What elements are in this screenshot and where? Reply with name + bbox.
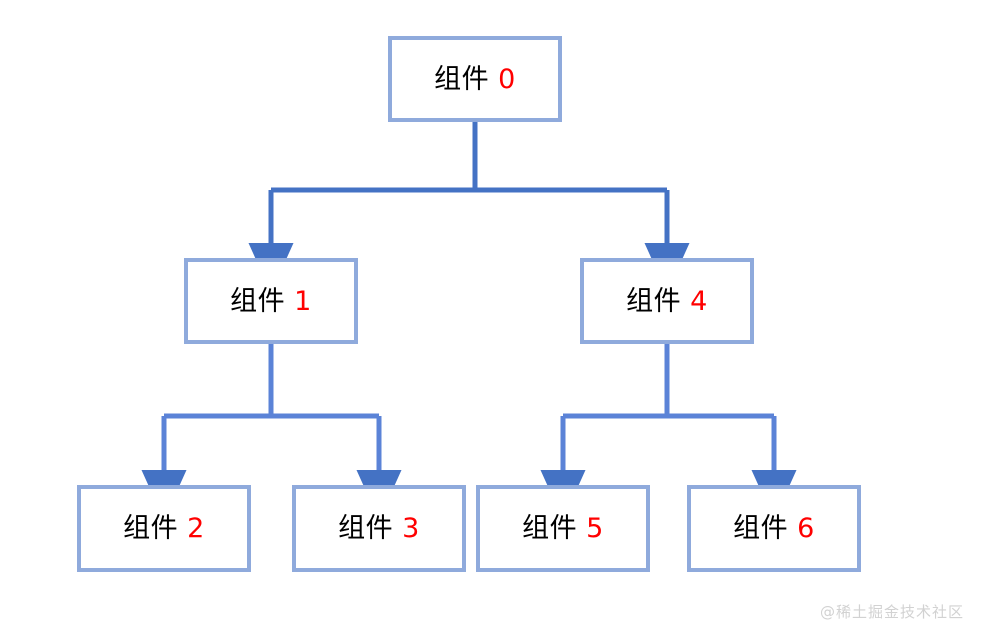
node-label: 组件 6 — [733, 515, 815, 542]
node-label: 组件 5 — [522, 515, 604, 542]
node-prefix: 组件 — [733, 513, 789, 544]
node-component-2[interactable]: 组件 2 — [77, 485, 251, 572]
node-prefix: 组件 — [626, 285, 682, 317]
node-index: 0 — [498, 63, 516, 95]
node-component-6[interactable]: 组件 6 — [687, 485, 861, 572]
node-prefix: 组件 — [123, 513, 179, 544]
node-index: 3 — [402, 513, 420, 544]
node-index: 1 — [294, 285, 312, 317]
edge-group-root — [248, 122, 690, 293]
node-prefix: 组件 — [522, 513, 578, 544]
node-component-5[interactable]: 组件 5 — [476, 485, 650, 572]
node-index: 4 — [690, 285, 708, 317]
node-prefix: 组件 — [434, 63, 490, 95]
node-prefix: 组件 — [338, 513, 394, 544]
node-label: 组件 3 — [338, 515, 420, 542]
node-index: 5 — [586, 513, 604, 544]
edge-group-left — [141, 344, 402, 520]
node-component-3[interactable]: 组件 3 — [292, 485, 466, 572]
node-prefix: 组件 — [230, 285, 286, 317]
node-label: 组件 2 — [123, 515, 205, 542]
edge-group-right — [540, 344, 797, 520]
node-index: 6 — [797, 513, 815, 544]
watermark: @稀土掘金技术社区 — [819, 603, 964, 621]
node-index: 2 — [187, 513, 205, 544]
